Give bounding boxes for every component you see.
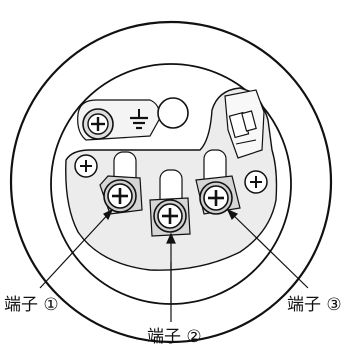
ground-screw	[82, 108, 114, 140]
terminal-1-screw	[103, 179, 137, 213]
terminal-2-screw	[153, 199, 187, 233]
terminal-3-screw	[199, 181, 233, 215]
small-screw-right	[244, 170, 268, 194]
leader-lines	[39, 208, 309, 322]
ground-icon	[130, 109, 148, 130]
mounting-hole	[157, 97, 189, 129]
small-screw-left	[74, 154, 98, 178]
terminal-3-label: 端子 ③	[287, 295, 342, 315]
right-bracket	[224, 89, 265, 159]
terminal-1-label: 端子 ①	[4, 295, 59, 315]
terminal-2-label: 端子 ②	[147, 327, 202, 347]
